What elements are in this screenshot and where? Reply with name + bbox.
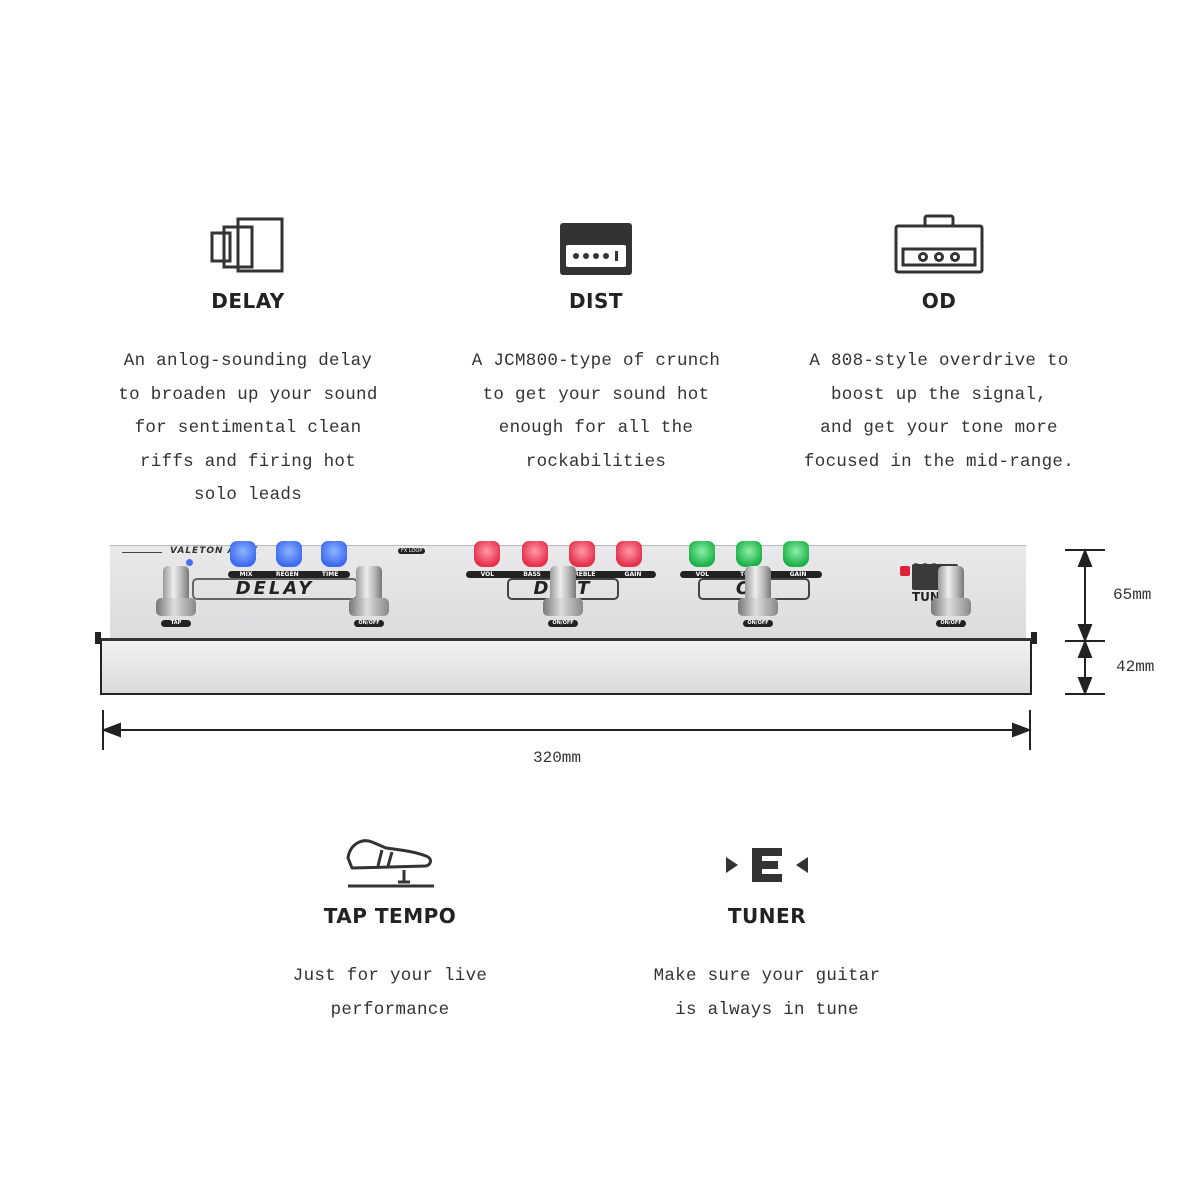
feature-delay: DELAY An anlog-sounding delay to broaden… (78, 205, 418, 513)
delay-footswitch[interactable]: ON/OFF (349, 566, 389, 627)
knob-label: TIME (321, 571, 339, 578)
delay-icon (78, 205, 418, 275)
feature-title: DELAY (211, 289, 285, 313)
knob-label: GAIN (789, 571, 807, 578)
switch-label: ON/OFF (354, 620, 384, 627)
feature-dist: DIST A JCM800-type of crunch to get your… (426, 205, 766, 479)
desc-line: Make sure your guitar (653, 966, 881, 986)
desc-line: is always in tune (675, 999, 859, 1020)
tap-footswitch[interactable]: TAP (156, 566, 196, 627)
feature-description: Just for your live performance (220, 960, 560, 1027)
tuner-e-icon (597, 820, 937, 890)
height-dimension: 42mm (1116, 658, 1155, 676)
knob-label: MIX (239, 571, 253, 578)
depth-dimension: 65mm (1113, 586, 1152, 604)
tuner-footswitch[interactable]: ON/OFF (931, 566, 971, 627)
delay-knob-labels: MIX REGEN TIME (228, 571, 350, 578)
dist-treble-knob[interactable] (569, 541, 595, 567)
pedal-front-face (100, 638, 1032, 695)
desc-line: A 808-style overdrive to (809, 351, 1069, 371)
feature-description: An anlog-sounding delay to broaden up yo… (78, 345, 418, 513)
knob-label: REGEN (275, 571, 299, 578)
feature-description: A 808-style overdrive to boost up the si… (769, 345, 1109, 479)
desc-line: to broaden up your sound (118, 384, 378, 405)
brand-line (122, 552, 162, 553)
od-footswitch[interactable]: ON/OFF (738, 566, 778, 627)
feature-od: OD A 808-style overdrive to boost up the… (769, 205, 1109, 479)
switch-label: TAP (161, 620, 191, 627)
dist-footswitch[interactable]: ON/OFF (543, 566, 583, 627)
desc-line: An anlog-sounding delay (123, 351, 373, 371)
amp-head-icon (426, 205, 766, 275)
desc-line: solo leads (193, 485, 303, 506)
delay-regen-knob[interactable] (276, 541, 302, 567)
tap-led (186, 559, 193, 566)
dist-vol-knob[interactable] (474, 541, 500, 567)
knob-label: BASS (523, 571, 541, 578)
desc-line: rockabilities (525, 451, 667, 472)
feature-tap-tempo: TAP TEMPO Just for your live performance (220, 820, 560, 1027)
desc-line: enough for all the (498, 418, 694, 439)
switch-label: ON/OFF (743, 620, 773, 627)
feature-description: A JCM800-type of crunch to get your soun… (426, 345, 766, 479)
fx-loop-label: FX LOOP (398, 548, 426, 554)
desc-line: performance (330, 999, 450, 1020)
desc-line: riffs and firing hot (139, 451, 357, 472)
od-vol-knob[interactable] (689, 541, 715, 567)
foot-pedal-icon (220, 820, 560, 890)
width-dimension: 320mm (533, 749, 582, 767)
tuner-indicator (900, 566, 910, 576)
dimension-arrows (101, 548, 1105, 750)
knob-label: GAIN (624, 571, 642, 578)
desc-line: boost up the signal, (830, 384, 1048, 405)
od-gain-knob[interactable] (783, 541, 809, 567)
feature-title: TUNER (727, 904, 807, 928)
brand-logo: VALETON APEX (170, 546, 259, 556)
delay-mix-knob[interactable] (230, 541, 256, 567)
knob-label: VOL (480, 571, 495, 578)
dist-bass-knob[interactable] (522, 541, 548, 567)
desc-line: to get your sound hot (482, 384, 710, 405)
od-tone-knob[interactable] (736, 541, 762, 567)
desc-line: focused in the mid-range. (803, 451, 1075, 472)
desc-line: A JCM800-type of crunch (471, 351, 721, 371)
knob-label: VOL (695, 571, 710, 578)
feature-title: DIST (568, 289, 624, 313)
amp-combo-icon (769, 205, 1109, 275)
feature-tuner: TUNER Make sure your guitar is always in… (597, 820, 937, 1027)
feature-title: TAP TEMPO (323, 904, 457, 928)
feature-title: OD (921, 289, 957, 313)
jack (1031, 632, 1037, 644)
switch-label: ON/OFF (548, 620, 578, 627)
dist-gain-knob[interactable] (616, 541, 642, 567)
delay-time-knob[interactable] (321, 541, 347, 567)
feature-description: Make sure your guitar is always in tune (597, 960, 937, 1027)
desc-line: for sentimental clean (134, 418, 362, 439)
desc-line: and get your tone more (820, 418, 1058, 439)
knob-label: TREBLE (570, 571, 596, 578)
jack (95, 632, 101, 644)
switch-label: ON/OFF (936, 620, 966, 627)
desc-line: Just for your live (292, 966, 488, 986)
